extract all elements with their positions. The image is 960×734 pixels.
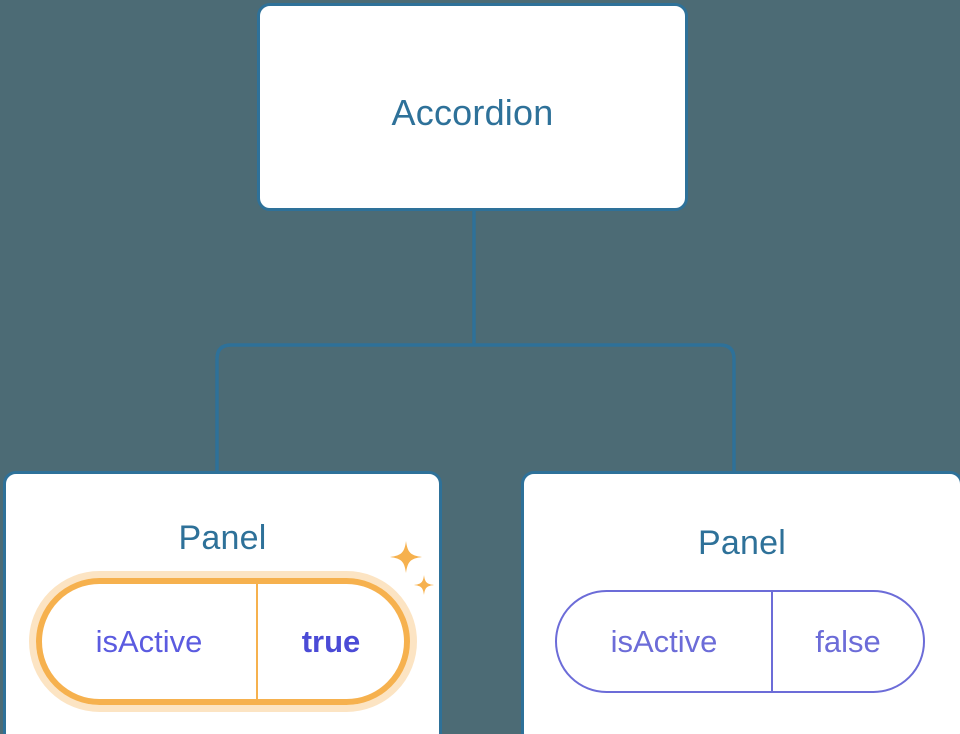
prop-value-left: true — [256, 584, 404, 699]
node-accordion-title: Accordion — [391, 92, 554, 133]
prop-key-right: isActive — [610, 623, 718, 659]
node-panel-left-title: Panel — [178, 519, 267, 557]
prop-value-right: false — [771, 592, 923, 691]
prop-key-left: isActive — [95, 623, 203, 659]
connector-branch-left — [215, 343, 474, 473]
prop-pill-left-glow — [29, 571, 417, 712]
node-panel-right-title: Panel — [698, 524, 786, 562]
connector-branch-right — [474, 343, 736, 473]
prop-pill-left[interactable]: isActive true — [29, 571, 417, 712]
prop-pill-right[interactable]: isActive false — [555, 590, 925, 693]
node-accordion[interactable]: Accordion — [257, 3, 688, 211]
